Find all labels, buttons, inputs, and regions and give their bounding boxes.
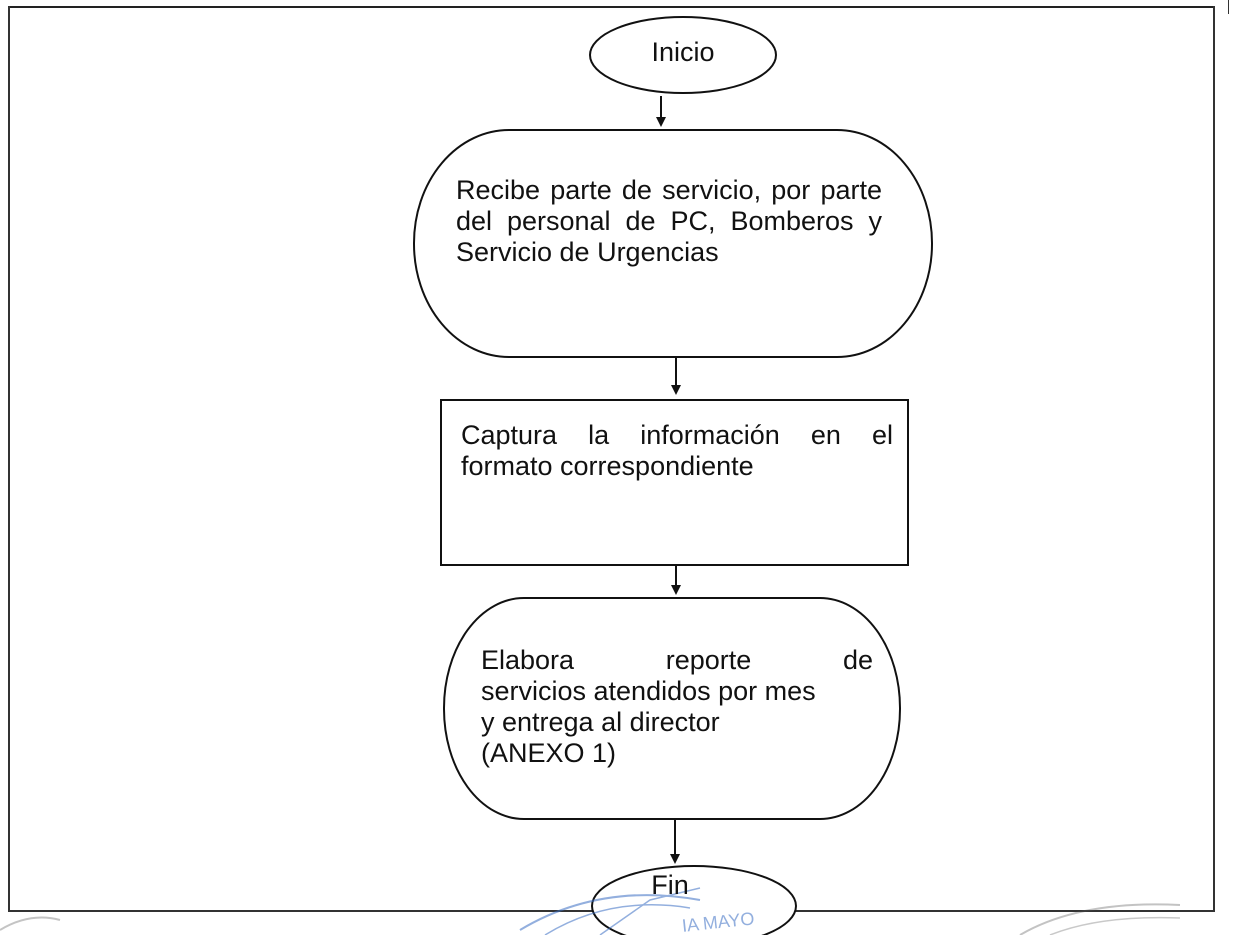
step2-text: Captura la información en el formato cor… (461, 420, 893, 481)
frame-right-border (1213, 6, 1215, 912)
frame-corner-tick (1228, 0, 1229, 14)
end-label: Fin (651, 870, 689, 900)
step3-shape (443, 597, 901, 820)
frame-left-border (8, 6, 10, 912)
step1-shape (413, 129, 933, 358)
step3-text: Elabora reporte de servicios atendidos p… (481, 645, 873, 769)
step2-shape (440, 399, 909, 566)
frame-top-border (8, 6, 1215, 8)
step3-line4: (ANEXO 1) (481, 738, 617, 768)
step1-text: Recibe parte de servicio, por parte del … (456, 175, 882, 267)
seal-stamp-bottom-left (0, 916, 61, 931)
seal-stamp-right (1019, 903, 1181, 935)
step3-line1: Elabora reporte de (481, 645, 873, 675)
end-terminator (591, 865, 797, 935)
start-label: Inicio (651, 37, 715, 67)
start-terminator (589, 16, 777, 94)
step3-line3: y entrega al director (481, 707, 720, 737)
step3-line2: servicios atendidos por mes (481, 676, 816, 706)
